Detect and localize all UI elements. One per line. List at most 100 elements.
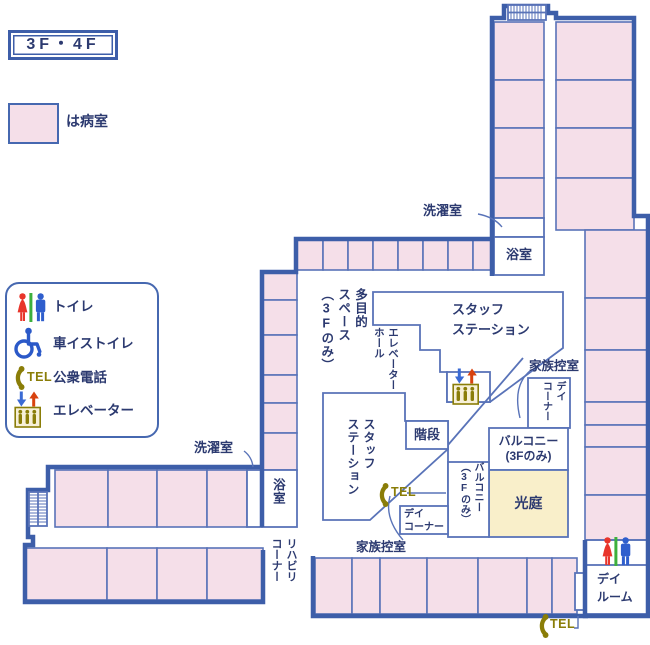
stairs-label: 階段 <box>413 427 440 442</box>
room <box>107 469 158 528</box>
phone-icon <box>379 483 389 507</box>
room <box>206 547 264 601</box>
legend-box <box>5 282 159 438</box>
staff-station-top-label: スタッフ ステーション <box>452 302 530 338</box>
room <box>584 494 648 541</box>
light-court-room <box>488 469 569 538</box>
room <box>347 238 374 271</box>
family-bottom-pointer <box>387 495 404 541</box>
outer-wall-center-block <box>259 236 492 527</box>
patient-room-swatch <box>8 103 59 144</box>
day-room <box>584 564 648 615</box>
family-room-right-label: 家族控室 <box>529 359 580 373</box>
room <box>295 238 324 271</box>
bath-top-label: 浴室 <box>505 247 532 262</box>
bath-left-label: 浴室 <box>270 478 285 505</box>
room <box>493 177 545 219</box>
day-corner-room-bottom <box>399 505 449 535</box>
outer-wall-right-wing <box>489 3 650 619</box>
room <box>447 238 474 271</box>
page-title: 3F・4F <box>8 30 118 60</box>
stairs-hatch-top-icon <box>507 4 547 21</box>
room <box>261 334 298 376</box>
room <box>584 424 648 448</box>
tel-center-text: TEL <box>391 485 417 499</box>
family-right-pointer <box>516 369 532 419</box>
room <box>555 79 635 129</box>
light-court-label: 光庭 <box>514 495 543 511</box>
room <box>261 432 298 471</box>
room <box>261 299 298 336</box>
laundry-room-top <box>493 217 545 238</box>
room <box>493 21 545 81</box>
room <box>493 79 545 129</box>
bath-room-left <box>261 469 298 528</box>
balcony-box-label: バルコニー (3Fのみ) <box>498 434 559 463</box>
room <box>351 557 381 615</box>
building-outline <box>22 3 650 619</box>
rehab-corner-label: リハビリ コーナー <box>270 538 297 582</box>
room <box>106 547 158 601</box>
room <box>551 557 578 615</box>
room <box>555 21 635 81</box>
room <box>426 557 479 615</box>
room <box>584 297 648 351</box>
room <box>526 557 553 615</box>
toilet-icon <box>602 537 631 566</box>
day-corner-room-right <box>527 377 571 429</box>
room <box>314 557 353 615</box>
room <box>397 238 424 271</box>
room <box>261 402 298 434</box>
room <box>584 401 648 426</box>
room <box>379 557 428 615</box>
outer-wall-bottom-row <box>310 556 588 619</box>
room <box>555 177 635 231</box>
tel-bottom-text: TEL <box>550 617 576 631</box>
legend-label-toilet: トイレ <box>53 299 94 314</box>
outer-wall-left-wing <box>22 464 266 605</box>
room <box>156 547 208 601</box>
multipurpose-label: 多目的 スペース （3Fのみ） <box>319 288 367 372</box>
room <box>372 238 399 271</box>
room <box>261 374 298 404</box>
family-room-bottom-label: 家族控室 <box>356 540 407 554</box>
tel-bottom-pointer <box>574 616 579 629</box>
room <box>322 238 349 271</box>
laundry-left-label: 洗濯室 <box>194 440 234 455</box>
room <box>261 271 298 301</box>
elevator-hall-label: エレベーター ホール <box>372 327 399 390</box>
pointer-lines <box>243 213 579 629</box>
legend-label-elevator: エレベーター <box>53 403 134 418</box>
staff-station-top-room <box>372 291 564 403</box>
legend-label-phone: 公衆電話 <box>53 370 107 385</box>
day-corner-bottom-label: デイ コーナー <box>404 509 444 533</box>
laundry-top-label: 洗濯室 <box>423 203 463 218</box>
room <box>584 229 648 299</box>
laundry-top-pointer <box>477 213 503 228</box>
room <box>54 469 109 528</box>
day-room-label: デイ ルーム <box>597 572 633 604</box>
stairs-room <box>405 420 449 450</box>
balcony-room-left <box>447 461 490 538</box>
room <box>584 349 648 403</box>
room <box>156 469 208 528</box>
bath-room-top <box>493 236 545 276</box>
stairs-hatch-left-icon <box>28 491 48 527</box>
room <box>584 446 648 496</box>
legend-label-wheelchair: 車イストイレ <box>53 336 134 351</box>
balcony-vertical-label: バルコニー （3Fのみ） <box>458 462 484 524</box>
room <box>422 238 449 271</box>
patient-room-legend-label: は病室 <box>66 113 108 129</box>
legend-tel-text: TEL <box>27 370 53 384</box>
staff-station-lower-label: スタッフ ステーション <box>345 418 376 496</box>
room <box>493 127 545 179</box>
room <box>24 547 108 601</box>
room <box>477 557 528 615</box>
balcony-room <box>488 427 569 471</box>
laundry-left-pointer <box>243 450 254 468</box>
day-corner-right-label: デイ コーナー <box>540 381 566 421</box>
room <box>206 469 248 528</box>
service-rooms <box>246 217 648 615</box>
